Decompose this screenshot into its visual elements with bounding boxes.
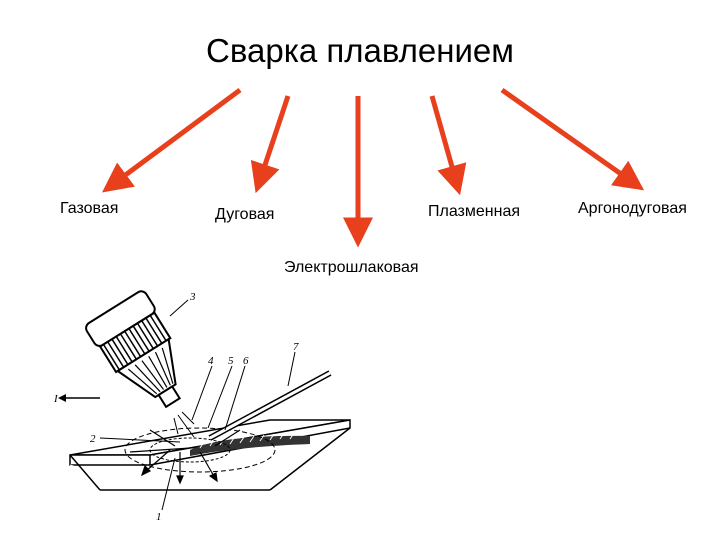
figure-callouts: 3 4 5 6 7 2 1	[90, 291, 299, 523]
heat-flow-arrows	[140, 429, 241, 485]
welding-torch-illustration: 3 4 5 6 7 2 1 I	[53, 290, 351, 523]
callout-6: 6	[243, 355, 249, 367]
label-argon-arc: Аргонодуговая	[578, 200, 687, 217]
arrow-to-arc	[250, 95, 291, 194]
callout-1: 1	[156, 511, 162, 523]
label-plasma: Плазменная	[428, 203, 521, 220]
label-electroslag: Электрошлаковая	[284, 259, 419, 276]
callout-2: 2	[90, 433, 96, 445]
workpiece-plate	[69, 419, 351, 491]
callout-7: 7	[293, 341, 299, 353]
page-title: Сварка плавлением	[206, 32, 514, 69]
filler-rod	[208, 370, 332, 441]
heat-zone	[124, 427, 276, 473]
direction-label: I	[53, 393, 59, 405]
callout-4: 4	[208, 355, 214, 367]
arrow-to-gas	[101, 87, 242, 193]
callout-3: 3	[189, 291, 196, 303]
torch	[85, 290, 195, 438]
arrow-to-argon-arc	[500, 87, 645, 191]
label-gas: Газовая	[60, 200, 119, 217]
arrow-to-plasma	[429, 95, 467, 196]
welding-direction-arrow: I	[53, 393, 100, 405]
callout-5: 5	[228, 355, 234, 367]
label-arc: Дуговая	[215, 206, 275, 223]
